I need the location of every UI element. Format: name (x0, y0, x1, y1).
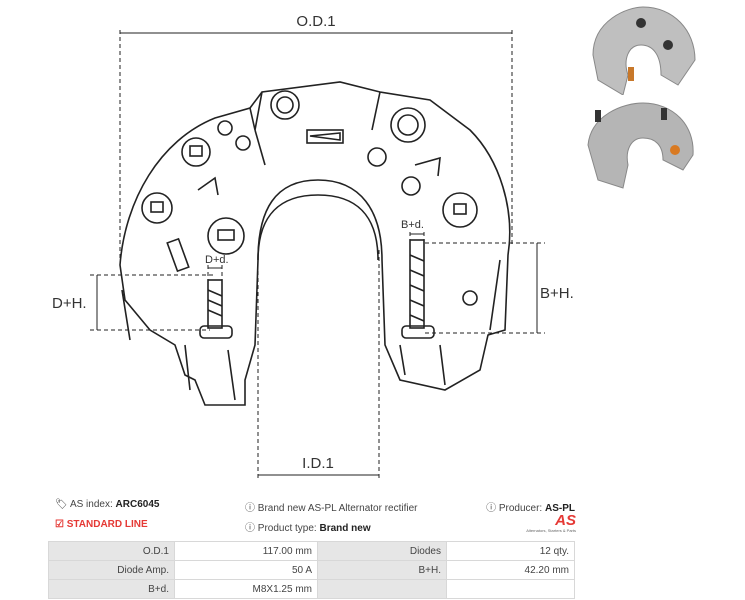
standard-line-badge: ☑ STANDARD LINE (55, 519, 148, 530)
product-type: ⓘ Product type: Brand new (245, 523, 371, 534)
as-logo: AS Alternators, Starters & Parts (526, 512, 576, 533)
product-photo-bottom (587, 102, 694, 189)
tag-icon: 🏷 (55, 499, 68, 510)
od-label: O.D.1 (296, 13, 335, 30)
info-icon: ⓘ (245, 523, 255, 534)
table-row: B+d.M8X1.25 mm (48, 579, 575, 599)
info-icon: ⓘ (486, 503, 497, 514)
info-icon: ⓘ (245, 503, 255, 514)
as-index: 🏷 AS index: ARC6045 (55, 499, 160, 510)
dd-label: D+d. (205, 254, 229, 266)
bh-label: B+H. (540, 285, 574, 302)
rectifier-technical-drawing: O.D.1 I.D.1 D+H. B+H. D+d. B+d. (52, 13, 574, 478)
id-label: I.D.1 (302, 455, 334, 472)
description: ⓘ Brand new AS-PL Alternator rectifier (245, 503, 418, 514)
producer: ⓘ Producer: AS-PL (486, 503, 575, 514)
dh-label: D+H. (52, 295, 87, 312)
product-photo-top (592, 6, 696, 95)
checkbox-icon: ☑ (55, 519, 64, 530)
bd-label: B+d. (401, 219, 424, 231)
